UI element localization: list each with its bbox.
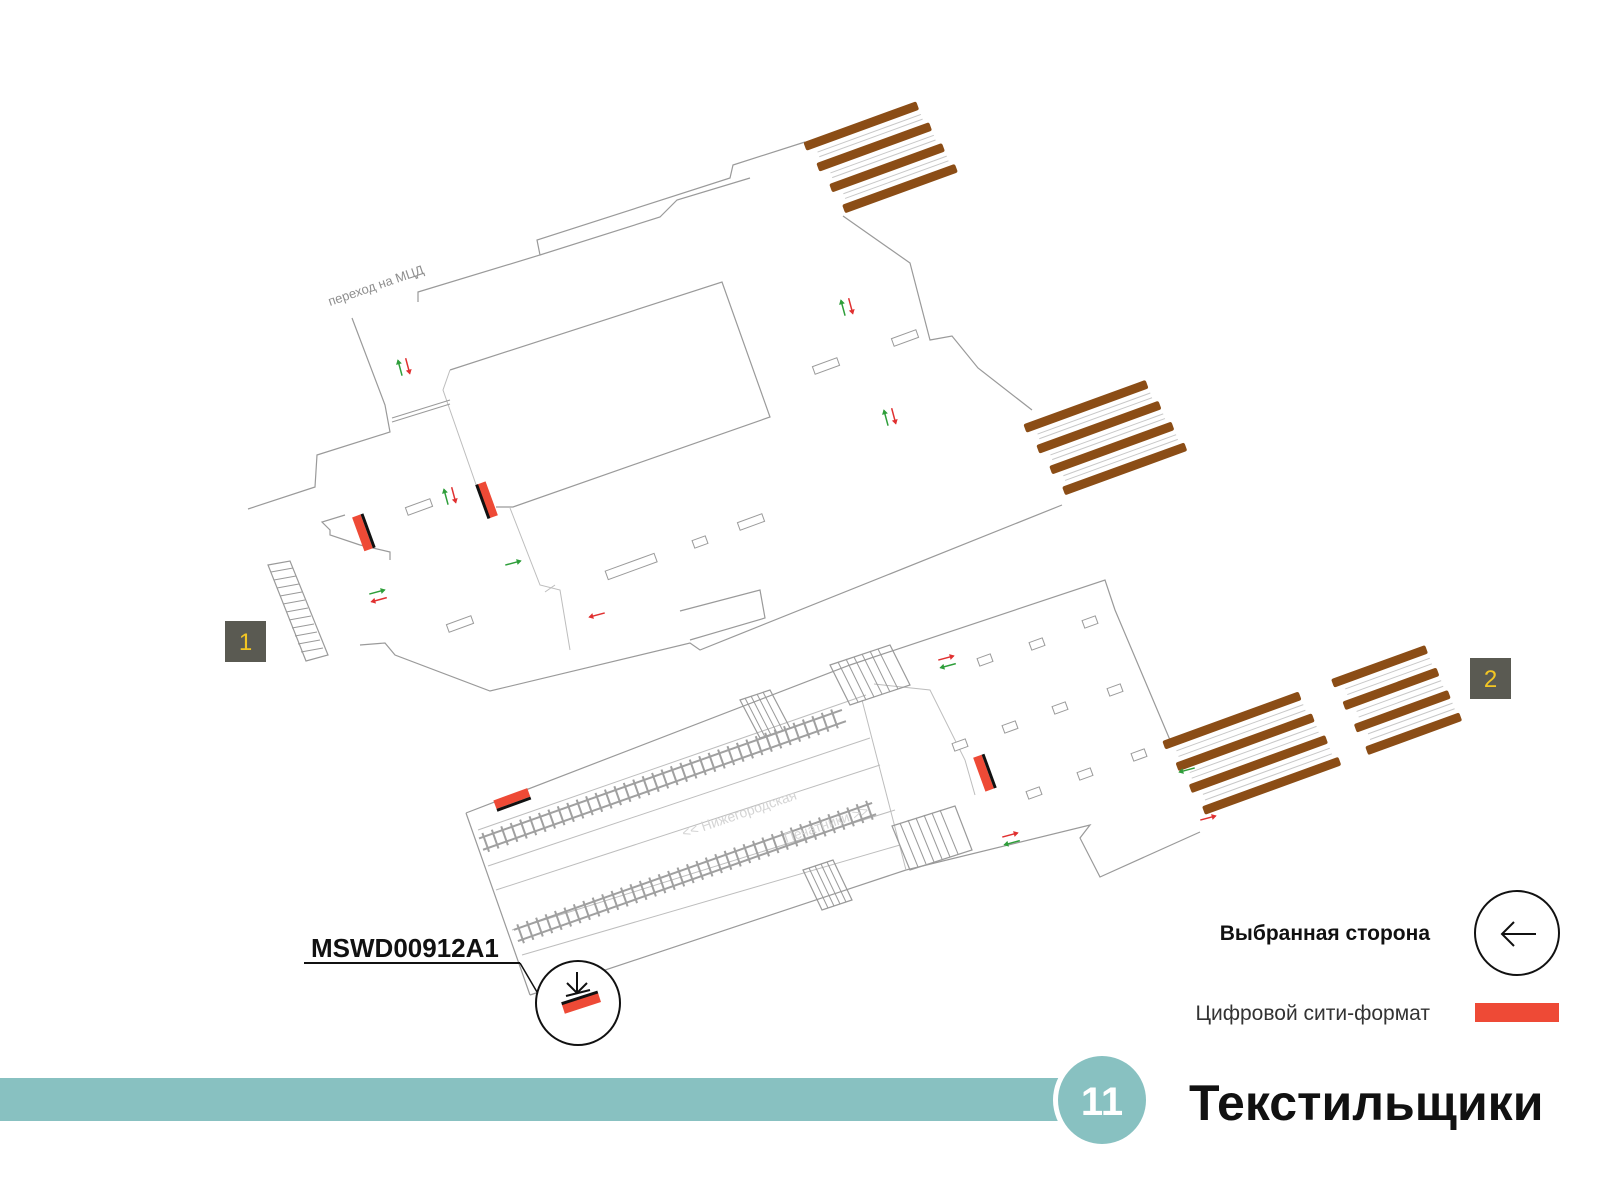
legend-selected-side: Выбранная сторона bbox=[1220, 922, 1431, 945]
exit-2-marker: 2 bbox=[1470, 658, 1511, 699]
station-name: Текстильщики bbox=[1189, 1075, 1543, 1131]
ad-surface bbox=[973, 753, 997, 792]
lower-benches bbox=[951, 615, 1148, 800]
ad-surface bbox=[493, 788, 532, 812]
upper-hall bbox=[247, 141, 1063, 692]
svg-text:2: 2 bbox=[1484, 666, 1497, 693]
legend-swatch bbox=[1475, 1003, 1559, 1022]
ad-surface bbox=[352, 513, 376, 552]
escalators-upper-1 bbox=[803, 101, 958, 213]
legend-digital-city-format: Цифровой сити-формат bbox=[1195, 1002, 1430, 1025]
platform-stairs-top bbox=[739, 644, 911, 739]
line-band: 11 Текстильщики bbox=[0, 1051, 1543, 1149]
escalators-upper-2 bbox=[1023, 380, 1187, 495]
track-upper bbox=[478, 708, 847, 853]
lower-hall bbox=[465, 579, 1201, 996]
stairs-exit-1 bbox=[267, 560, 329, 662]
upper-benches bbox=[404, 329, 920, 633]
track-lower bbox=[513, 800, 877, 944]
platform-stairs-bottom bbox=[802, 805, 973, 911]
ad-surface bbox=[475, 481, 498, 519]
exit-1-marker: 1 bbox=[225, 621, 266, 662]
arrow-left-icon bbox=[1500, 921, 1536, 947]
platform-direction-left: << Нижегородская bbox=[680, 787, 799, 841]
escalators-lower-1 bbox=[1162, 692, 1341, 815]
selected-surface[interactable]: MSWD00912A1 bbox=[304, 933, 621, 1046]
platform-direction-right: Печатники >> bbox=[782, 802, 871, 846]
flow-arrows bbox=[369, 298, 1217, 847]
ad-surfaces bbox=[352, 481, 997, 812]
surface-code: MSWD00912A1 bbox=[311, 933, 499, 963]
line-number: 11 bbox=[1081, 1080, 1123, 1124]
escalators-lower-2 bbox=[1331, 645, 1462, 755]
arrow-down-to-line-icon bbox=[565, 972, 591, 997]
transfer-steps bbox=[391, 399, 451, 423]
legend: Выбранная сторона Цифровой сити-формат bbox=[1195, 890, 1560, 1025]
svg-text:1: 1 bbox=[239, 629, 252, 656]
transfer-label: переход на МЦД bbox=[326, 262, 426, 309]
